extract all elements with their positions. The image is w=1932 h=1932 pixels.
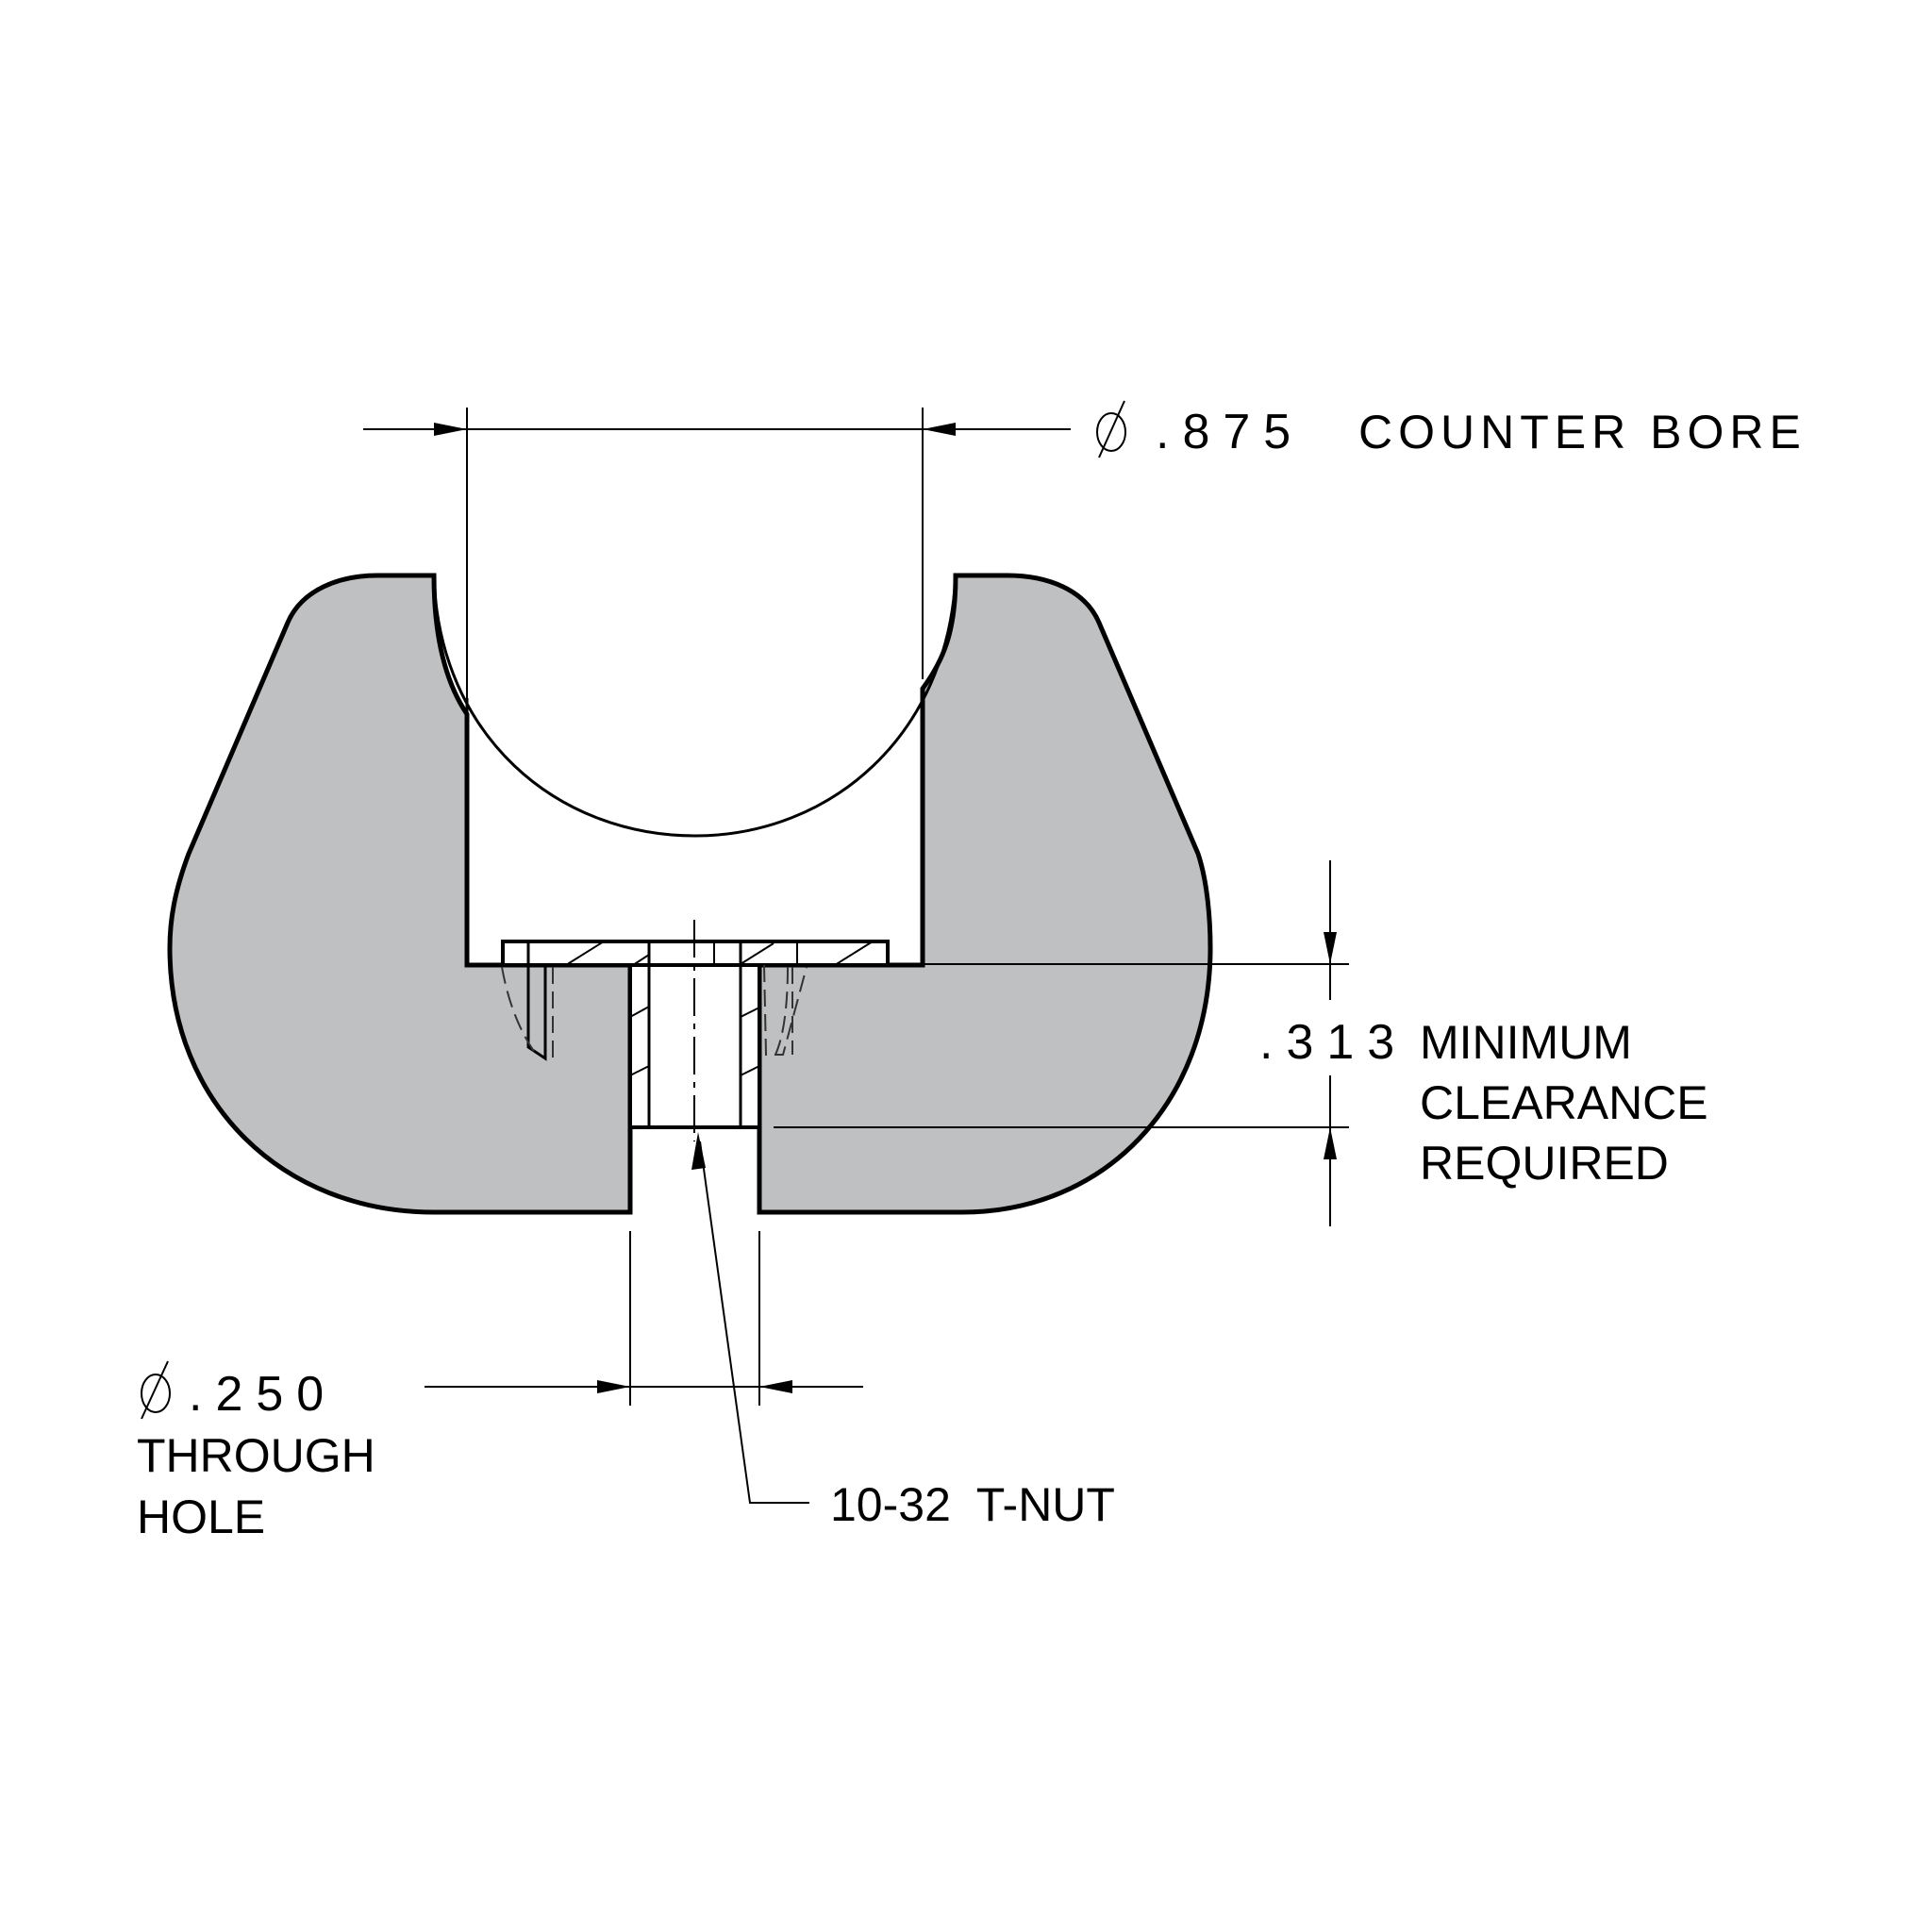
clearance-line-1: MINIMUM [1420,1016,1632,1069]
through-hole-value: .250 [189,1367,337,1422]
diameter-symbol-counterbore [1096,400,1126,458]
counterbore-value: .875 [1156,405,1304,459]
counterbore-dimension [363,408,1071,698]
clearance-line-3: REQUIRED [1420,1137,1669,1190]
counterbore-label: COUNTER BORE [1358,406,1807,458]
through-hole-dimension [425,1231,863,1406]
through-hole-line-1: THROUGH [137,1429,375,1482]
t-nut-prong-left [526,965,547,1061]
diameter-symbol-through-hole [141,1360,171,1420]
part-section-right [757,573,1213,1215]
t-nut-prong-right-hidden [763,964,808,1056]
t-nut-leader [691,1132,809,1504]
clearance-dimension [774,860,1349,1226]
clearance-value: .313 [1259,1015,1407,1070]
through-hole-line-2: HOLE [137,1491,265,1543]
t-nut [501,920,890,1141]
clearance-line-2: CLEARANCE [1420,1076,1708,1129]
part-section-left [167,573,633,1215]
counterbore-arc [432,575,958,838]
t-nut-label: 10-32 T-NUT [830,1478,1115,1531]
